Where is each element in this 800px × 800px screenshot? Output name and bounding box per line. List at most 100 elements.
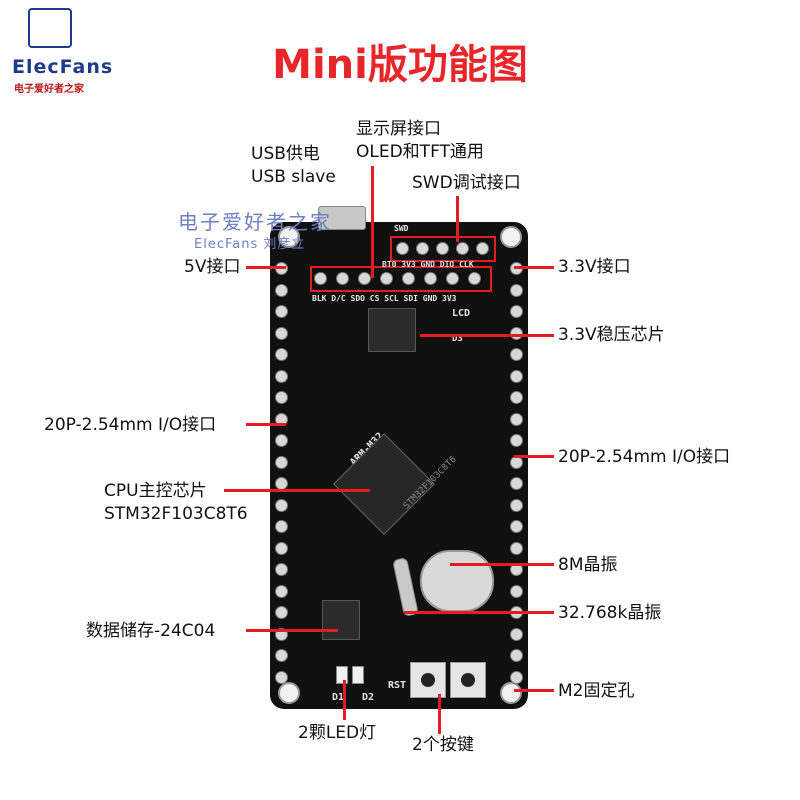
header-pin	[510, 412, 523, 426]
right-pin-header	[510, 262, 524, 684]
header-pin	[275, 606, 288, 619]
silk-lcd: LCD	[452, 308, 471, 319]
lcd-pin-row	[314, 272, 494, 286]
header-pin	[510, 649, 523, 662]
label-32k: 32.768k晶振	[558, 603, 662, 623]
header-pin	[275, 283, 288, 297]
header-pin	[446, 272, 459, 285]
header-pin	[275, 391, 288, 404]
eeprom-chip	[322, 600, 360, 640]
header-pin	[416, 242, 429, 255]
header-pin	[510, 627, 523, 641]
header-pin	[510, 670, 523, 684]
header-pin	[510, 541, 523, 555]
label-cpu-1: CPU主控芯片	[104, 481, 207, 501]
left-pin-header	[275, 262, 289, 684]
pointer-32k	[404, 611, 554, 614]
header-pin	[275, 498, 288, 512]
header-pin	[510, 498, 523, 512]
label-cpu-2: STM32F103C8T6	[104, 504, 248, 524]
pointer-8m	[450, 563, 554, 566]
header-pin	[436, 242, 449, 255]
brand-subtitle: 电子爱好者之家	[14, 84, 84, 95]
mount-hole-top-left	[278, 226, 300, 248]
header-pin	[424, 272, 437, 285]
label-leds: 2颗LED灯	[298, 723, 377, 743]
pointer-display	[371, 166, 374, 278]
header-pin	[275, 326, 288, 340]
header-pin	[456, 242, 469, 255]
header-pin	[510, 369, 523, 383]
header-pin	[314, 272, 327, 285]
header-pin	[275, 455, 288, 469]
pointer-5v	[246, 266, 286, 269]
label-buttons: 2个按键	[412, 735, 474, 755]
label-5v: 5V接口	[184, 257, 241, 277]
header-pin	[510, 326, 523, 340]
silk-d2: D2	[362, 692, 375, 703]
header-pin	[510, 391, 523, 404]
label-io-right: 20P-2.54mm I/O接口	[558, 447, 731, 467]
header-pin	[275, 520, 288, 533]
header-pin	[275, 348, 288, 361]
header-pin	[275, 649, 288, 662]
label-display-2: OLED和TFT通用	[356, 142, 484, 162]
header-pin	[358, 272, 371, 285]
reset-button	[410, 662, 446, 698]
pointer-eeprom	[246, 629, 338, 632]
silk-swd: SWD	[394, 224, 409, 233]
key-button	[450, 662, 486, 698]
watermark-cn: 电子爱好者之家	[178, 210, 332, 234]
header-pin	[275, 305, 288, 318]
label-eeprom: 数据储存-24C04	[86, 621, 216, 641]
lcd-header-outline	[310, 266, 492, 292]
header-pin	[510, 348, 523, 361]
pcb-board: SWD BT0 3V3 GND DIO CLK BLK D/C SDO CS S…	[270, 222, 528, 709]
label-3v3: 3.3V接口	[558, 257, 631, 277]
watermark-en: ElecFans 刘彦立	[194, 237, 306, 252]
elecfans-logo-icon	[28, 8, 72, 48]
led-d1	[336, 666, 348, 684]
label-swd: SWD调试接口	[412, 173, 521, 193]
silk-d1: D1	[332, 692, 345, 703]
silk-swd-pins: BT0 3V3 GND DIO CLK	[382, 260, 474, 269]
pointer-3v3	[514, 266, 554, 269]
header-pin	[510, 283, 523, 297]
header-pin	[510, 434, 523, 447]
label-8m: 8M晶振	[558, 555, 618, 575]
label-display-1: 显示屏接口	[356, 119, 441, 139]
pointer-leds	[343, 680, 346, 720]
header-pin	[402, 272, 415, 285]
header-pin	[510, 305, 523, 318]
swd-pin-row	[396, 242, 496, 256]
header-pin	[275, 369, 288, 383]
header-pin	[468, 272, 481, 285]
pointer-buttons	[438, 694, 441, 734]
header-pin	[396, 242, 409, 255]
pointer-regulator	[420, 334, 554, 337]
silk-lcd-pins: BLK D/C SDO CS SCL SDI GND 3V3	[312, 294, 457, 303]
header-pin	[510, 477, 523, 490]
header-pin	[275, 563, 288, 576]
header-pin	[510, 520, 523, 533]
label-io-left: 20P-2.54mm I/O接口	[44, 415, 217, 435]
regulator-chip	[368, 308, 416, 352]
header-pin	[275, 434, 288, 447]
silk-d3: D3	[452, 334, 463, 344]
page-title: Mini版功能图	[272, 42, 528, 88]
crystal-8m	[420, 550, 494, 612]
swd-header-outline	[390, 236, 496, 262]
header-pin	[275, 584, 288, 598]
mount-hole-top-right	[500, 226, 522, 248]
header-pin	[275, 670, 288, 684]
label-mount-hole: M2固定孔	[558, 681, 635, 701]
header-pin	[336, 272, 349, 285]
label-usb-2: USB slave	[251, 167, 336, 187]
label-usb-1: USB供电	[251, 144, 320, 164]
pointer-cpu	[224, 489, 370, 492]
silk-rst: RST	[388, 680, 407, 691]
header-pin	[380, 272, 393, 285]
pointer-io-right	[514, 455, 554, 458]
header-pin	[510, 584, 523, 598]
header-pin	[476, 242, 489, 255]
